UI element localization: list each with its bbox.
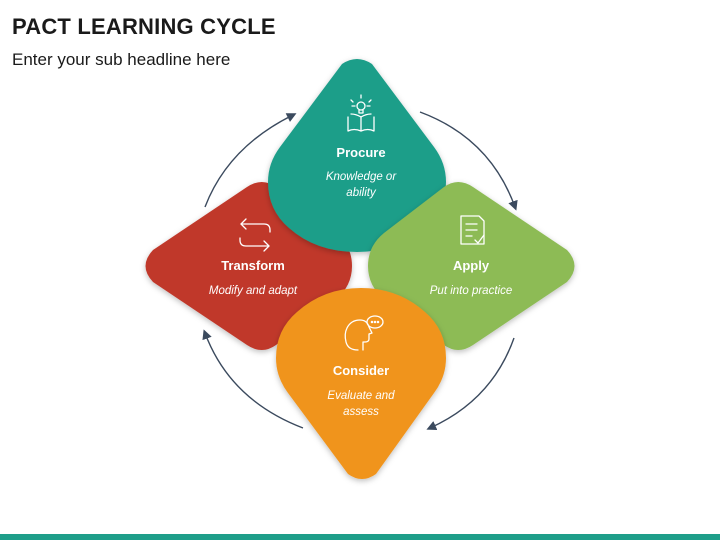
step-apply-desc-line1: Put into practice (430, 285, 512, 297)
exchange-arrows-icon (239, 218, 271, 252)
step-transform-title: Transform (221, 258, 285, 273)
step-consider-shape (276, 288, 446, 479)
step-procure (268, 59, 446, 252)
page-title: PACT LEARNING CYCLE (12, 14, 276, 39)
bottom-accent-bar (0, 534, 720, 540)
cycle-arrow-bottom-right (426, 337, 515, 431)
document-check-icon (460, 215, 485, 245)
step-procure-shape (268, 59, 446, 252)
thinking-head-icon (344, 315, 384, 351)
step-transform-desc-line1: Modify and adapt (209, 285, 298, 297)
step-apply-title: Apply (453, 258, 490, 273)
cycle-arrow-top-right (419, 111, 518, 211)
step-consider-desc-line1: Evaluate and (327, 390, 395, 402)
step-procure-desc-line1: Knowledge or (326, 171, 397, 183)
page-subtitle: Enter your sub headline here (12, 50, 231, 69)
step-consider-desc-line2: assess (343, 406, 379, 418)
step-procure-title: Procure (336, 145, 385, 160)
step-consider (276, 288, 446, 479)
step-consider-title: Consider (333, 363, 389, 378)
cycle-arrow-bottom-left (202, 329, 304, 429)
cycle-arrow-top-left (204, 113, 297, 208)
lightbulb-book-icon (347, 94, 375, 132)
step-procure-desc-line2: ability (346, 187, 377, 199)
